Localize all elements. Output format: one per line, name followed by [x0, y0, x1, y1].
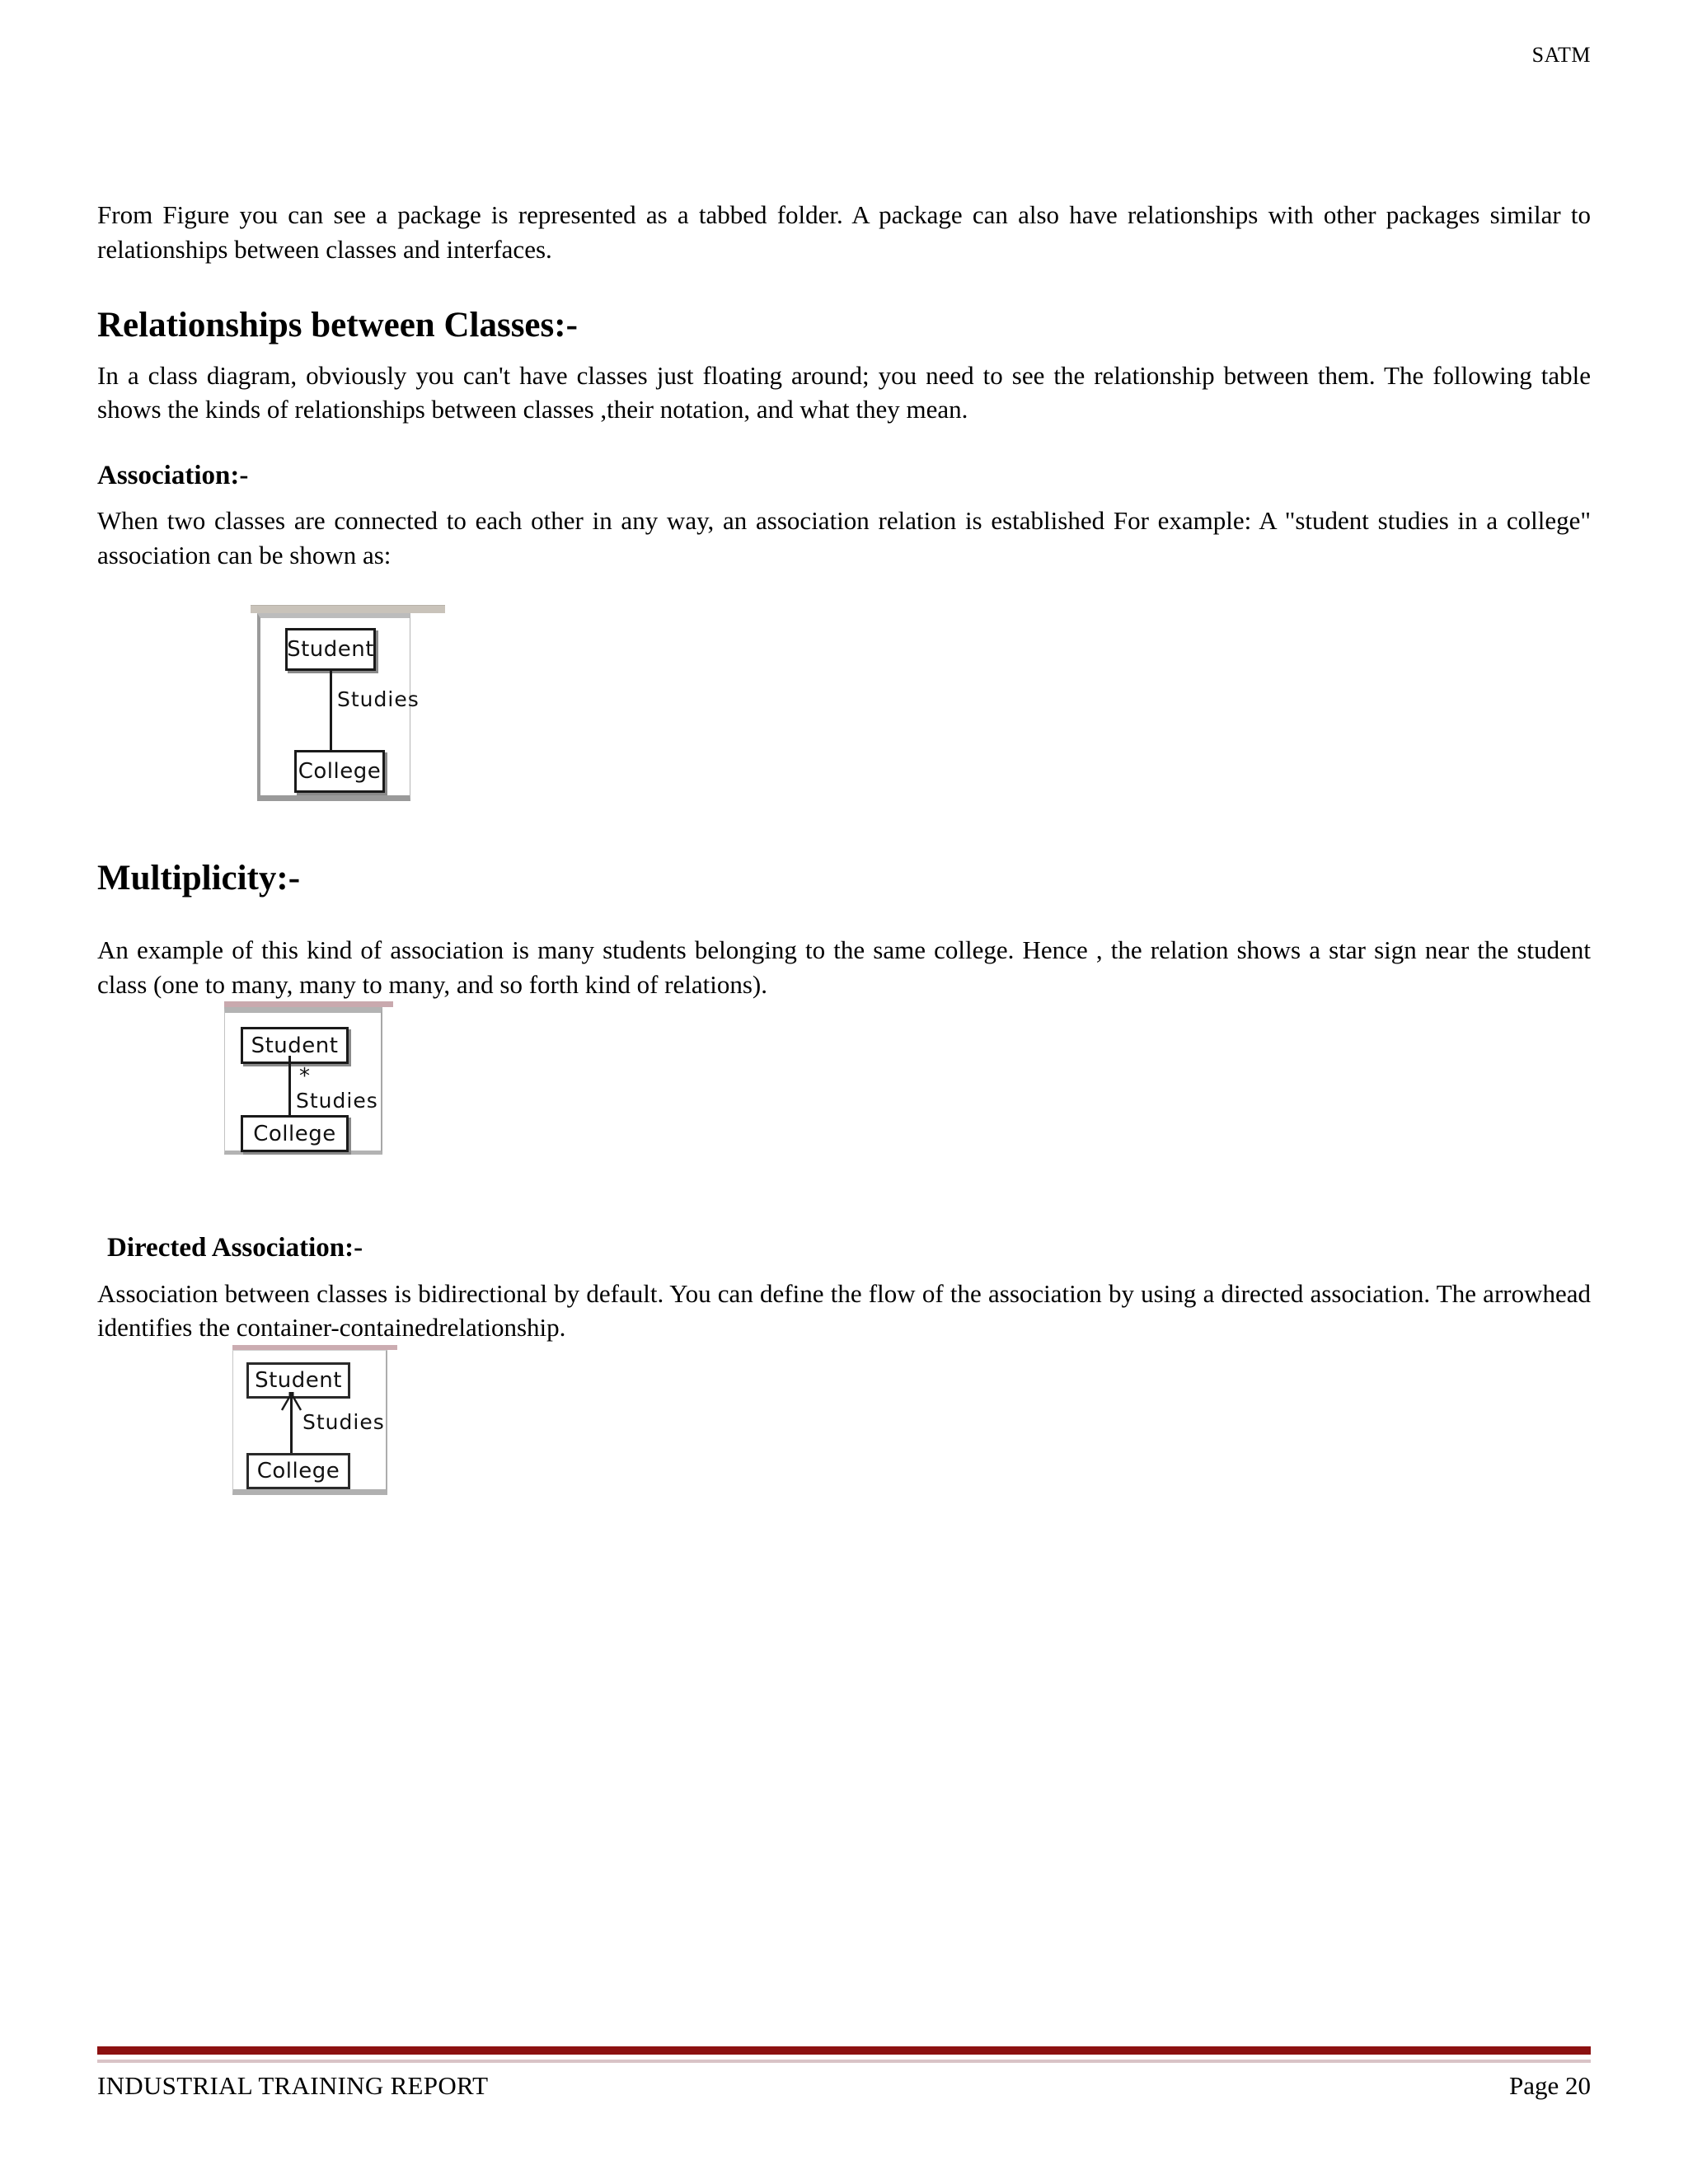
figure-top-rule — [224, 1001, 393, 1008]
uml-canvas-association: Student Studies College — [257, 613, 419, 802]
uml-relation-label: Studies — [296, 1089, 378, 1113]
uml-class-box-student: Student — [241, 1027, 349, 1065]
uml-canvas-multiplicity: Student * Studies College — [224, 1007, 382, 1155]
uml-association-line — [290, 1394, 293, 1474]
uml-class-box-student: Student — [246, 1361, 350, 1399]
association-paragraph: When two classes are connected to each o… — [97, 506, 1591, 569]
multiplicity-paragraph: An example of this kind of association i… — [97, 935, 1591, 999]
figure-directed-association-diagram: Student Studies College — [232, 1344, 397, 1506]
footer-divider-secondary — [97, 2060, 1591, 2063]
spacer — [97, 427, 1591, 460]
uml-class-name: College — [253, 1121, 336, 1146]
spacer — [97, 1265, 1591, 1277]
section-paragraph: In a class diagram, obviously you can't … — [97, 360, 1591, 424]
spacer — [97, 347, 1591, 359]
subheading-directed-association: Directed Association:- — [107, 1233, 363, 1263]
directed-association-paragraph: Association between classes is bidirecti… — [97, 1278, 1591, 1343]
intro-paragraph: From Figure you can see a package is rep… — [97, 200, 1591, 264]
uml-class-box-college: College — [241, 1115, 349, 1153]
spacer — [97, 1211, 1591, 1232]
uml-class-box-college: College — [294, 750, 385, 794]
uml-class-box-student: Student — [285, 628, 376, 672]
uml-class-name: Student — [287, 637, 374, 663]
figure-multiplicity-diagram: Student * Studies College — [224, 1001, 393, 1165]
spacer — [97, 900, 1591, 933]
figure-tab-bar — [251, 605, 445, 614]
uml-relation-label: Studies — [337, 687, 420, 712]
figure-top-rule — [232, 1344, 397, 1350]
footer-document-title: INDUSTRIAL TRAINING REPORT — [97, 2071, 489, 2100]
spacer — [97, 1165, 1591, 1211]
figure-association-diagram: Student Studies College — [251, 605, 445, 811]
arrowhead-icon — [280, 1391, 302, 1411]
footer-page-number: Page 20 — [1508, 2071, 1591, 2100]
section-heading-relationships: Relationships between Classes:- — [97, 306, 578, 345]
uml-class-name: Student — [255, 1367, 342, 1393]
spacer — [97, 266, 1591, 304]
uml-class-box-college: College — [246, 1452, 350, 1489]
uml-association-line — [288, 1056, 291, 1137]
page-header-label: SATM — [1531, 43, 1591, 67]
spacer — [97, 492, 1591, 504]
section-heading-multiplicity: Multiplicity:- — [97, 859, 301, 898]
uml-multiplicity-marker: * — [299, 1064, 310, 1090]
uml-class-name: Student — [251, 1033, 339, 1058]
uml-association-line — [330, 671, 332, 754]
uml-class-name: College — [298, 759, 382, 785]
uml-canvas-directed: Student Studies College — [232, 1349, 387, 1495]
spacer — [97, 572, 1591, 605]
footer-divider-primary — [97, 2046, 1591, 2055]
uml-class-name: College — [256, 1458, 340, 1483]
uml-relation-label: Studies — [302, 1409, 385, 1434]
document-body: From Figure you can see a package is rep… — [97, 198, 1591, 1506]
subheading-association: Association:- — [97, 460, 249, 490]
spacer — [97, 811, 1591, 857]
